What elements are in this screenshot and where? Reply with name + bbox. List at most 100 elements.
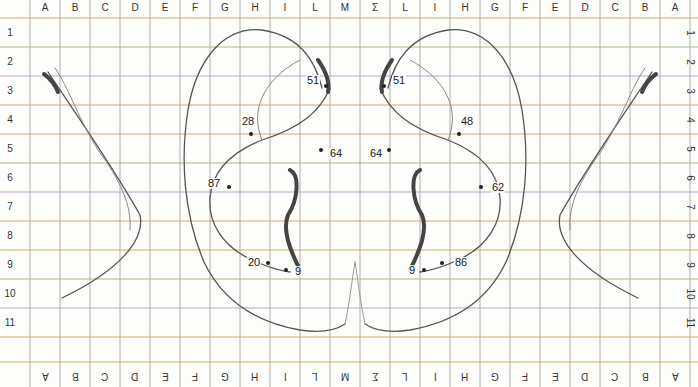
point-dots: [227, 84, 483, 272]
ear-drawing: [44, 30, 656, 331]
callout-number: 51: [306, 75, 320, 86]
grid-letter: H: [251, 3, 258, 13]
grid-line: [480, 0, 481, 387]
grid-letter: B: [72, 371, 79, 381]
row-number: 9: [685, 262, 695, 268]
row-number: 7: [7, 202, 13, 212]
row-number: 10: [685, 288, 695, 299]
callout-number: 64: [369, 148, 383, 159]
grid-letter: E: [552, 3, 559, 13]
grid-line: [660, 0, 661, 387]
grid-letter: B: [72, 3, 79, 13]
grid-letter: G: [221, 371, 229, 381]
grid-line: [0, 134, 698, 135]
row-number: 3: [685, 88, 695, 94]
grid-letter: G: [221, 3, 229, 13]
grid-letter: D: [581, 3, 588, 13]
grid-line: [630, 0, 631, 387]
grid-letter: F: [192, 3, 198, 13]
row-number: 2: [685, 59, 695, 65]
grid-letter: L: [312, 3, 318, 13]
grid-letter: L: [402, 3, 408, 13]
grid-letter: A: [672, 371, 679, 381]
row-number: 3: [7, 86, 13, 96]
row-number: 1: [685, 30, 695, 36]
grid-line: [120, 0, 121, 387]
row-number: 1: [7, 28, 13, 38]
grid-letter: F: [522, 371, 528, 381]
grid-letter: A: [672, 3, 679, 13]
grid-letter: Σ: [372, 371, 378, 381]
grid-line: [0, 337, 698, 338]
row-number: 7: [685, 204, 695, 210]
grid-line: [0, 105, 698, 106]
grid-letter: A: [42, 371, 49, 381]
grid-letter: B: [642, 371, 649, 381]
grid-letter: I: [434, 371, 437, 381]
grid-letter: I: [434, 3, 437, 13]
grid-line: [450, 0, 451, 387]
grid-line: [60, 0, 61, 387]
row-number: 4: [7, 115, 13, 125]
callout-number: 62: [491, 182, 505, 193]
grid-line: [30, 0, 31, 387]
grid-letter: C: [611, 3, 618, 13]
grid-line: [0, 308, 698, 309]
grid-letter: E: [162, 371, 169, 381]
grid-line: [600, 0, 601, 387]
grid-line: [180, 0, 181, 387]
row-number: 5: [7, 144, 13, 154]
grid-letter: H: [461, 371, 468, 381]
grid-letter: M: [341, 3, 349, 13]
grid-line: [0, 279, 698, 280]
grid-line: [240, 0, 241, 387]
grid-letter: D: [131, 3, 138, 13]
grid-letter: D: [131, 371, 138, 381]
grid-line: [540, 0, 541, 387]
row-number: 10: [4, 289, 15, 299]
row-number: 2: [7, 57, 13, 67]
row-number: 4: [685, 117, 695, 123]
grid-line: [510, 0, 511, 387]
grid-letter: M: [341, 371, 349, 381]
grid-letter: Σ: [372, 3, 378, 13]
grid-letter: B: [642, 3, 649, 13]
grid-line: [90, 0, 91, 387]
grid-letter: F: [192, 371, 198, 381]
callout-number: 64: [329, 148, 343, 159]
grid-letter: E: [552, 371, 559, 381]
grid-letter: C: [101, 371, 108, 381]
grid-line: [300, 0, 301, 387]
callout-number: 87: [207, 178, 221, 189]
grid-line: [0, 47, 698, 48]
grid-line: [690, 0, 691, 387]
grid-line: [0, 221, 698, 222]
grid-letter: C: [611, 371, 618, 381]
grid-letter: H: [461, 3, 468, 13]
callout-number: 28: [241, 116, 255, 127]
grid-line: [360, 0, 361, 387]
grid-letter: I: [284, 371, 287, 381]
grid-letter: E: [162, 3, 169, 13]
grid-line: [0, 362, 698, 363]
row-number: 6: [685, 175, 695, 181]
callout-number: 86: [454, 257, 468, 268]
grid-letter: F: [522, 3, 528, 13]
grid-letter: A: [42, 3, 49, 13]
grid-letter: D: [581, 371, 588, 381]
grid-letter: L: [312, 371, 318, 381]
grid-line: [420, 0, 421, 387]
grid-line: [150, 0, 151, 387]
row-number: 8: [7, 231, 13, 241]
row-number: 6: [7, 173, 13, 183]
grid-line: [0, 18, 698, 19]
grid-letter: C: [101, 3, 108, 13]
callout-number: 9: [408, 265, 416, 276]
callout-number: 9: [294, 266, 302, 277]
grid-letter: L: [402, 371, 408, 381]
grid-line: [390, 0, 391, 387]
callout-number: 48: [460, 116, 474, 127]
